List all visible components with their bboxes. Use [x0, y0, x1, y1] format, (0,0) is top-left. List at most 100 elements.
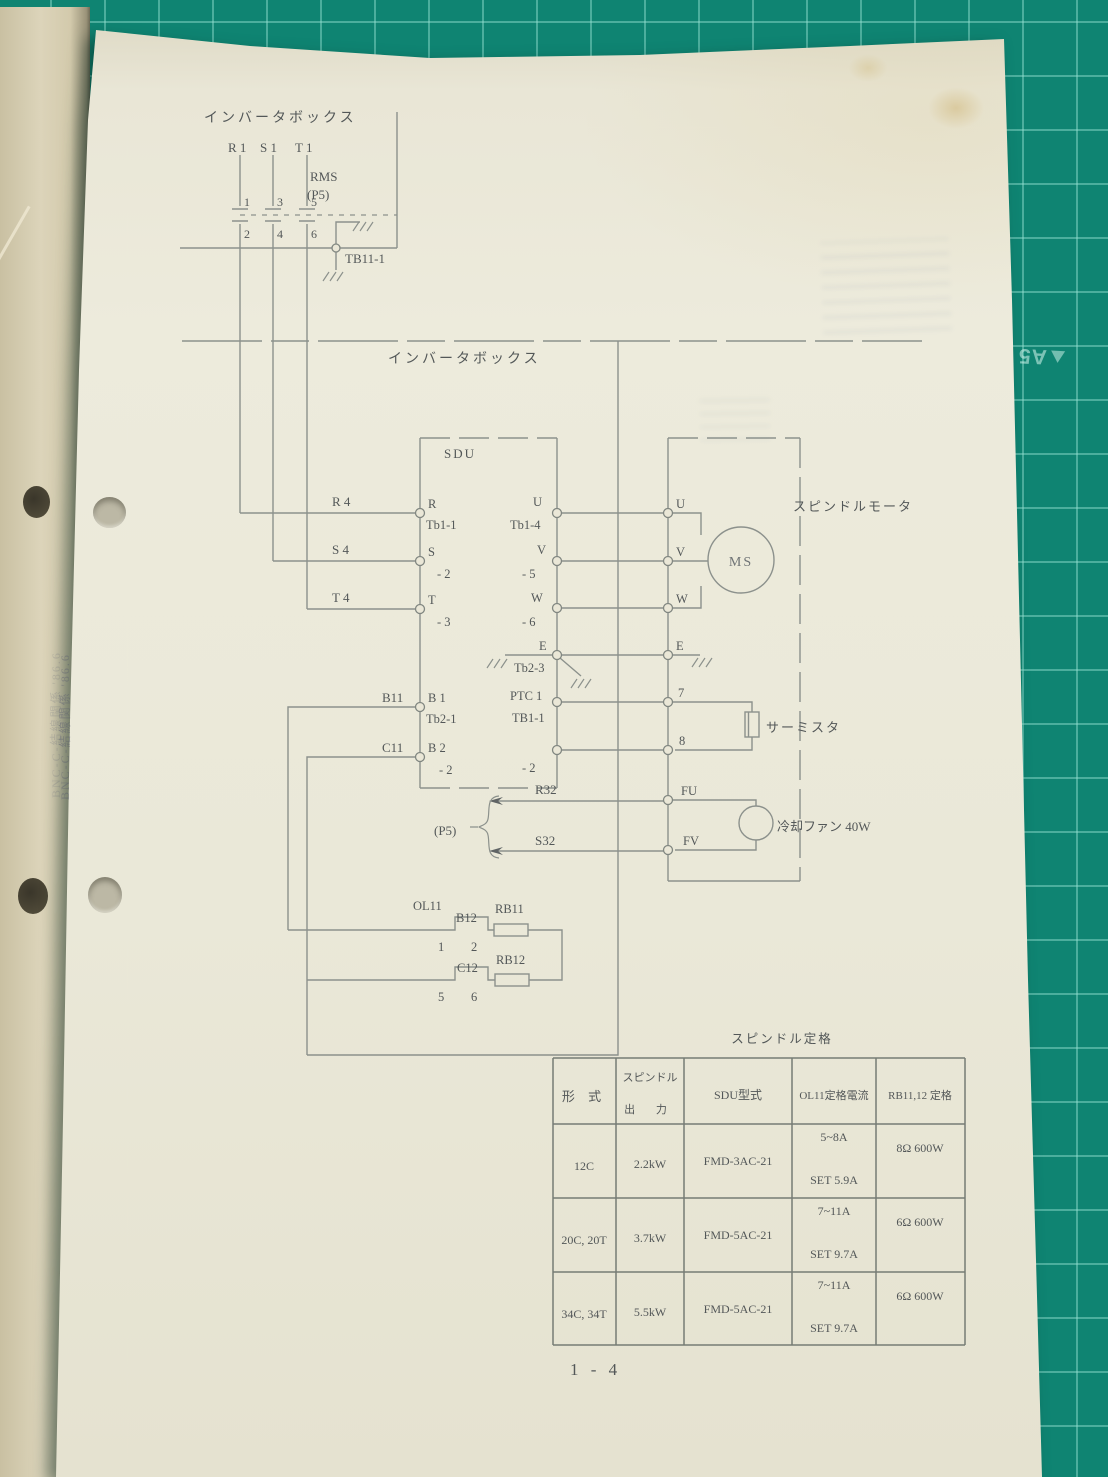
sdu-terminal-ptc: PTC 1: [510, 689, 542, 703]
ol11-contact-wires: [288, 916, 563, 981]
sheet-punch-hole-top: [93, 497, 126, 528]
wire-label-s4: S 4: [332, 542, 349, 557]
table-header-model: 形 式: [562, 1089, 606, 1104]
cooling-fan-group: [672, 799, 774, 851]
motor-box-dashed-edges: [668, 437, 801, 881]
thermistor-symbol: [744, 711, 760, 738]
motor-terminal-v: V: [676, 545, 685, 559]
terminal: [662, 507, 674, 519]
center-vertical-bus: [307, 341, 619, 1056]
table-header-sdu: SDU型式: [714, 1088, 762, 1102]
cooling-fan-label: 冷却ファン 40W: [777, 819, 871, 834]
terminal: [414, 701, 426, 713]
rms-ref-label: (P5): [307, 187, 329, 202]
table-cell-sdu: FMD-3AC-21: [704, 1154, 773, 1168]
contact-number: 1: [244, 195, 250, 209]
table-cell-rb: 8Ω 600W: [896, 1141, 944, 1155]
sdu-terminal-w: W: [531, 591, 543, 605]
rb12-label: RB12: [496, 953, 525, 967]
motor-terminal-7: 7: [678, 686, 684, 700]
table-cell-sdu: FMD-5AC-21: [704, 1228, 773, 1242]
table-cell-ol-set: SET 9.7A: [810, 1247, 858, 1261]
ol11-contact-number: 5: [438, 990, 444, 1004]
sdu-terminal-b2r-tb: - 2: [522, 761, 536, 775]
sdu-box-dashed-edges: [420, 437, 557, 789]
phase-feed-upper: [239, 155, 308, 206]
c12-label: C12: [457, 961, 478, 975]
ol11-contact-number: 2: [471, 940, 477, 954]
contact-number: 5: [311, 195, 317, 209]
terminal: [551, 555, 563, 567]
terminal: [551, 744, 563, 756]
contact-number: 3: [277, 195, 283, 209]
sdu-motor-link-wires: [561, 512, 664, 751]
motor-terminal-fv: FV: [683, 834, 699, 848]
terminal: [662, 844, 674, 856]
motor-terminal-e: E: [676, 639, 684, 653]
spindle-motor-title: スピンドルモータ: [793, 499, 913, 514]
sdu-terminal-s-tb: - 2: [437, 567, 451, 581]
binder-punch-hole-bottom: [18, 878, 48, 914]
brake-resistor-circuit: [288, 916, 563, 987]
table-header-output-line2: 出 力: [624, 1102, 676, 1116]
terminal-circles: [414, 507, 674, 856]
side-stamp-text: BNC-C-結線関係 '86.6: [58, 653, 72, 800]
ms-link-wires: [672, 512, 708, 609]
wire-label-c11: C11: [382, 740, 403, 755]
r32-s32-wires: [497, 800, 664, 852]
sdu-box-sides: [419, 438, 558, 788]
inverter-box-top-title: インバータボックス: [204, 110, 357, 126]
contact-number: 4: [277, 227, 283, 241]
wire-label-r4: R 4: [332, 494, 351, 509]
table-cell-ol-set: SET 5.9A: [810, 1173, 858, 1187]
sdu-terminal-s: S: [428, 545, 435, 559]
table-header-rb: RB11,12 定格: [888, 1088, 952, 1102]
tb11-terminal: [331, 243, 341, 253]
arrowhead-left: [489, 797, 503, 805]
p5-ref-label: (P5): [434, 823, 456, 838]
sdu-terminal-b2-tb: - 2: [439, 763, 453, 777]
terminal: [414, 751, 426, 763]
ol11-label: OL11: [413, 899, 442, 913]
table-cell-model: 34C, 34T: [561, 1307, 607, 1321]
wire-label-r32: R32: [535, 782, 557, 797]
table-cell-output: 3.7kW: [634, 1231, 667, 1245]
table-cell-rb: 6Ω 600W: [896, 1215, 944, 1229]
motor-box-solid-edges: [667, 438, 800, 882]
ol11-contact-number: 1: [438, 940, 444, 954]
motor-symbol-group: [672, 512, 775, 609]
p5-brace: [470, 795, 500, 859]
fan-feed-wires: [470, 795, 664, 859]
table-cell-ol-range: 7~11A: [818, 1204, 851, 1218]
sdu-terminal-r: R: [428, 497, 437, 511]
earth-wires: [505, 654, 700, 677]
sdu-terminal-r-tb: Tb1-1: [426, 518, 457, 532]
ground-symbol: [570, 678, 592, 689]
arrowhead-left: [489, 847, 503, 855]
ground-symbol: [486, 658, 508, 669]
motor-terminal-fu: FU: [681, 784, 697, 798]
terminal: [414, 507, 426, 519]
table-cell-model: 20C, 20T: [561, 1233, 607, 1247]
sdu-terminal-ptc-tb: TB1-1: [512, 711, 545, 725]
binder-punch-hole-top: [23, 486, 50, 518]
motor-terminal-u: U: [676, 497, 685, 511]
contact-number: 6: [311, 227, 317, 241]
phase-label-r1: R 1: [228, 140, 246, 155]
sdu-terminal-v-tb: - 5: [522, 567, 536, 581]
fan-link-wires: [672, 799, 757, 851]
thermistor-label: サーミスタ: [766, 720, 841, 735]
phase-feed-lower: [239, 224, 308, 609]
thermistor-group: [672, 701, 760, 751]
sdu-terminal-v: V: [537, 543, 546, 557]
table-cell-rb: 6Ω 600W: [896, 1289, 944, 1303]
sdu-terminal-u: U: [533, 495, 542, 509]
terminal: [662, 696, 674, 708]
terminal: [662, 602, 674, 614]
table-cell-model: 12C: [574, 1159, 594, 1173]
r4-s4-t4-wires: [240, 512, 416, 610]
terminal: [414, 555, 426, 567]
motor-ms-circle: [707, 526, 775, 594]
